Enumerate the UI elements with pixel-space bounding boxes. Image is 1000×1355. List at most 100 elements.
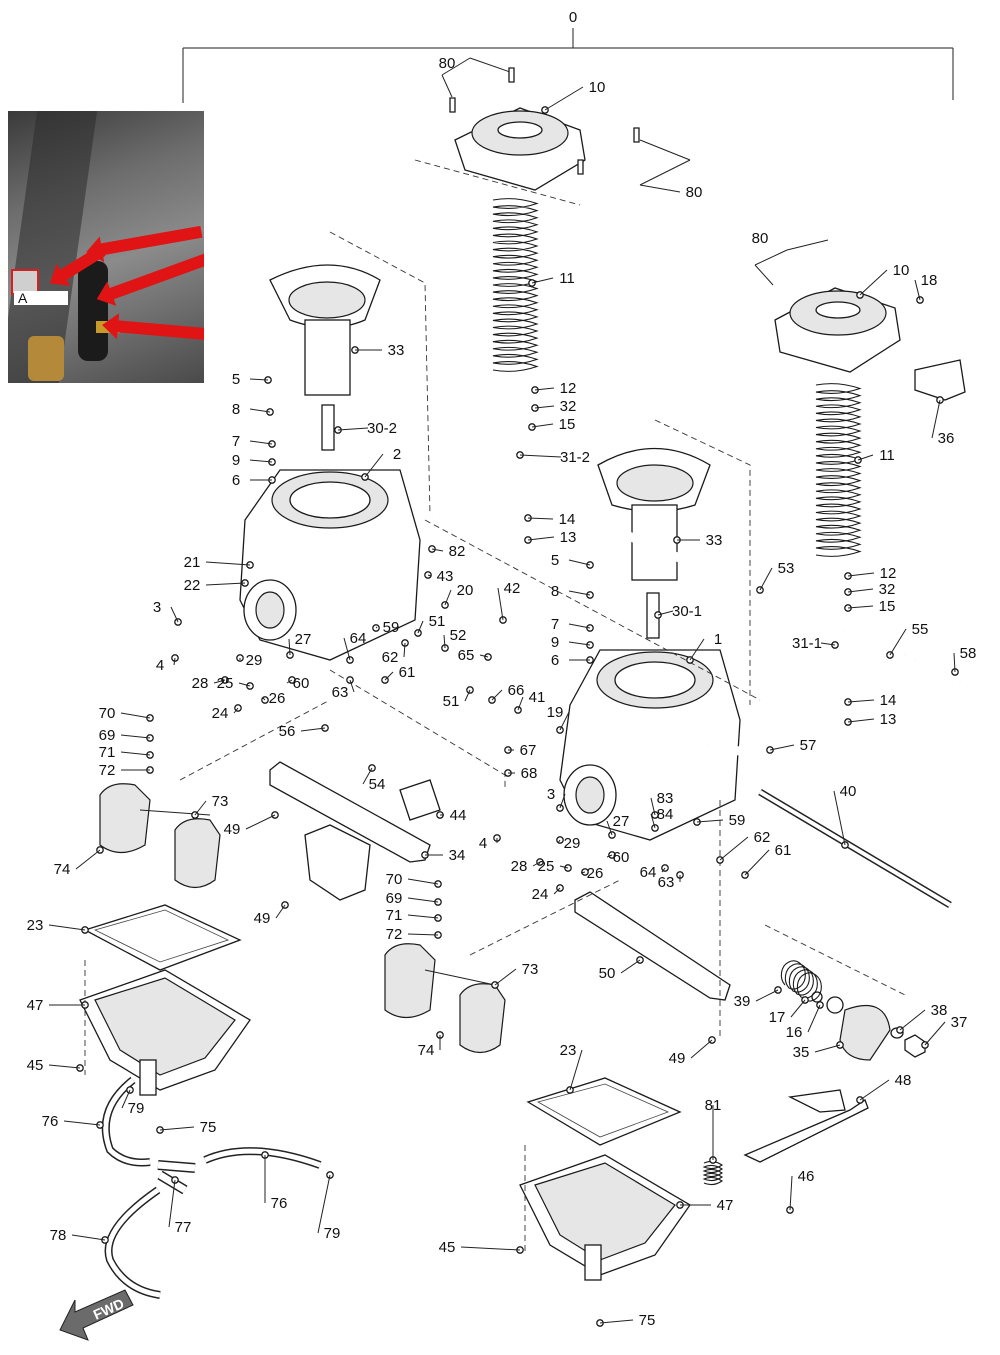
part-label-l11a: 11 [559,270,575,287]
part-label-l21: 21 [184,554,201,571]
part-label-l70a: 70 [99,705,116,722]
part-label-l45a: 45 [27,1057,44,1074]
leader-line-l52 [443,634,446,649]
part-label-l58: 58 [960,645,977,662]
leader-line-l64b [661,867,666,873]
part-label-l28a: 28 [192,675,209,692]
leader-line-l9b [568,641,591,646]
leader-line-l20 [444,589,452,606]
leader-line-l312 [519,454,562,458]
diaphragm-piston-left [269,264,381,451]
part-label-l4a: 4 [156,657,164,674]
part-label-l76b: 76 [271,1195,288,1212]
leader-line-l76a [63,1120,101,1126]
part-label-l25a: 25 [217,675,234,692]
part-label-l37: 37 [951,1014,968,1031]
part-label-l59a: 59 [383,619,400,636]
part-label-l84: 84 [657,806,674,823]
part-label-l40: 40 [840,783,857,800]
leader-line-l12b [847,572,875,577]
part-label-l52: 52 [450,627,467,644]
photo-rubber-boot [78,261,108,361]
leader-line-l79a [121,1089,131,1109]
spring-left [492,198,539,372]
part-label-l71a: 71 [99,744,116,761]
leader-line-l49c [690,1039,713,1059]
part-label-l75a: 75 [200,1119,217,1136]
part-label-l63b: 63 [658,874,675,891]
link-plate-left [269,761,431,863]
leader-line-l301 [657,610,674,616]
leader-line-l5a [249,378,269,381]
leader-line-l5b [568,559,591,566]
small-parts [76,106,959,1327]
leader-line-l302 [337,427,369,431]
forward-arrow-icon: FWD [59,1289,134,1341]
part-label-l24a: 24 [212,705,229,722]
part-label-l61a: 61 [399,664,416,681]
leader-line-l11b [857,454,874,461]
leader-line-l15b [847,605,874,609]
part-label-l50: 50 [599,965,616,982]
leader-line-l13b [847,718,875,723]
leader-line-l14b [847,699,875,703]
leader-line-l15a [531,423,554,428]
carburetor-body-left [239,469,421,661]
leader-line-l49b [275,904,286,919]
part-label-l74b: 74 [418,1042,435,1059]
leader-line-l69a [120,734,151,739]
leader-line-l48 [859,1079,890,1101]
leader-line-l59a [375,626,378,629]
part-label-l73a: 73 [212,793,229,810]
throttle-shaft [758,788,952,909]
bracket [304,779,441,901]
part-label-l83: 83 [657,790,674,807]
leader-line-l9a [249,459,273,463]
photo-inset: A B C D [8,111,204,383]
leader-line-l28a [213,679,226,684]
arrow-c [105,249,204,301]
part-label-l14a: 14 [559,511,576,528]
part-label-l41: 41 [529,689,546,706]
part-label-l69b: 69 [386,890,403,907]
leader-line-l32a [534,405,555,409]
leader-line-l70b [407,878,439,885]
part-label-l3b: 3 [547,786,555,803]
part-label-l65: 65 [458,647,475,664]
part-label-l8b: 8 [551,583,559,600]
leader-line-l75a [159,1126,195,1131]
leader-line-l46 [789,1175,793,1211]
part-label-l51a: 51 [429,613,446,630]
part-label-l311: 31-1 [792,635,822,652]
part-label-l71b: 71 [386,907,403,924]
callout-label-a: A [14,291,68,305]
part-label-l5b: 5 [551,552,559,569]
part-label-l14b: 14 [880,692,897,709]
part-label-l80a: 80 [439,55,456,72]
arrow-d [113,320,204,342]
spring-81 [702,1160,723,1186]
leader-line-l23a [48,924,86,931]
leader-line-l61b [744,849,770,876]
leader-line-l54 [362,767,373,785]
leader-line-l63a [349,679,355,693]
leader-line-l18 [914,279,921,301]
leader-line-l77 [168,1179,176,1228]
part-label-l80b: 80 [686,184,703,201]
leader-line-l59b [696,819,724,823]
part-label-l60b: 60 [613,849,630,866]
part-label-l42: 42 [504,580,521,597]
float-bowl-left [79,969,251,1096]
leader-line-l1 [689,638,705,661]
leader-line-l73b [494,968,517,986]
leader-line-l73a [194,800,207,816]
part-label-l7a: 7 [232,433,240,450]
part-label-l60a: 60 [293,675,310,692]
leader-line-l19 [559,711,570,731]
part-label-l29b: 29 [564,835,581,852]
part-label-l27b: 27 [613,813,630,830]
leader-line-l10b [859,269,888,296]
part-label-l64b: 64 [640,864,657,881]
float-right [384,943,506,1054]
